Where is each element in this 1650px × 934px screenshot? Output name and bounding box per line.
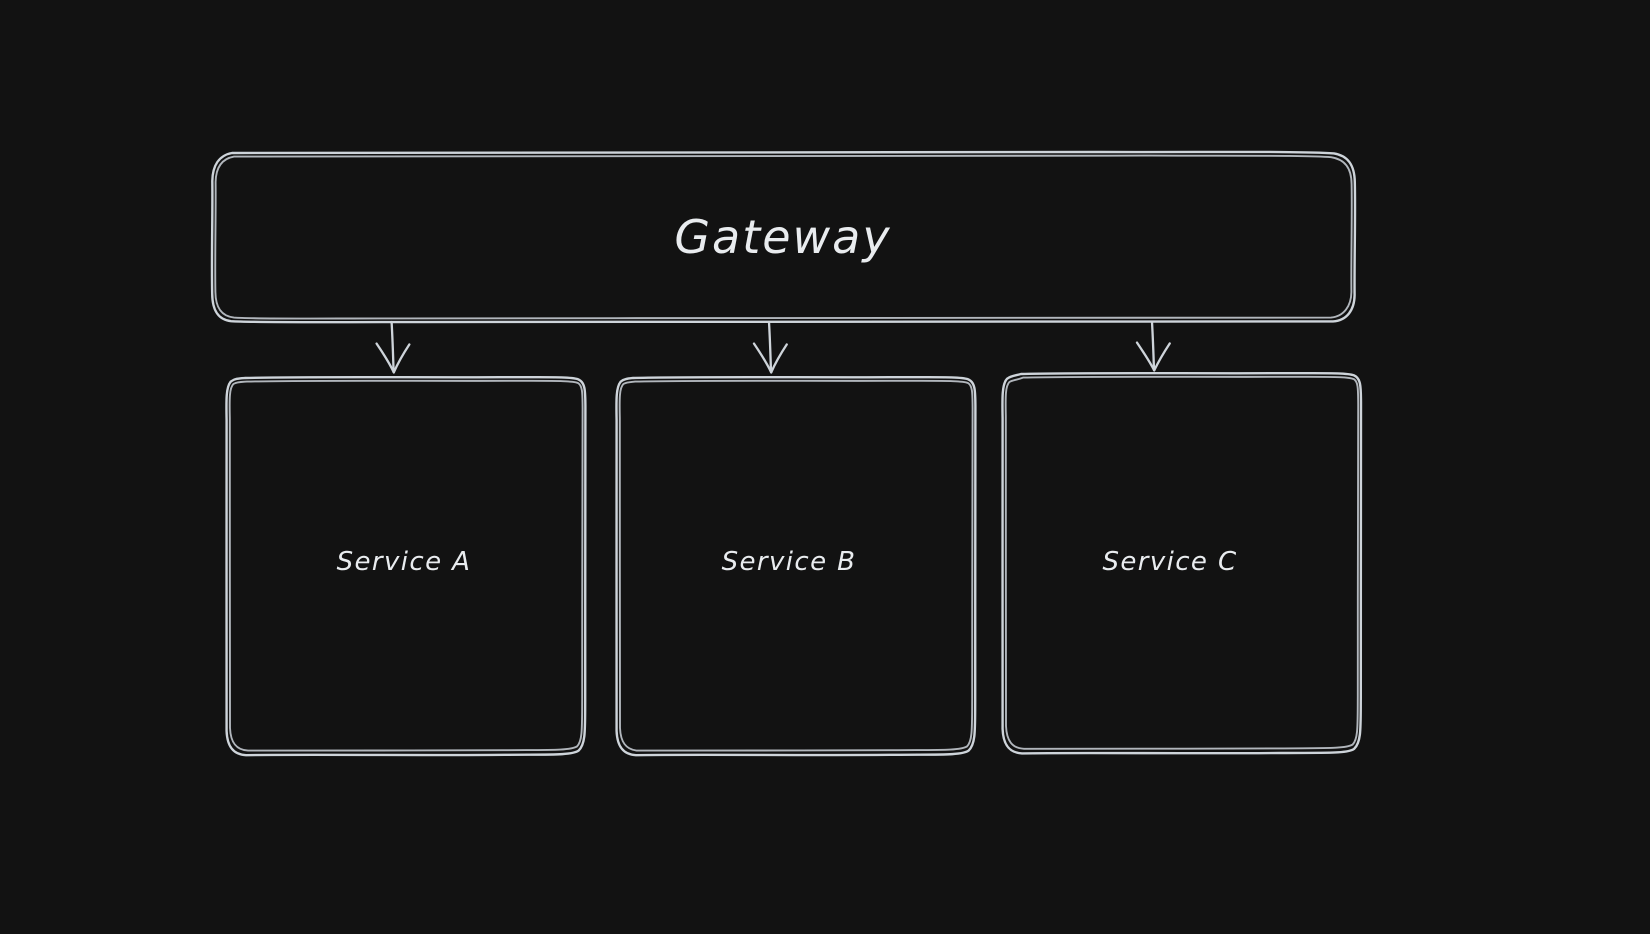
node-label-service-a: Service A bbox=[336, 547, 472, 577]
node-service-c-shape[interactable] bbox=[1001, 371, 1363, 755]
node-label-service-b: Service B bbox=[721, 547, 857, 577]
node-service-a-shape[interactable] bbox=[225, 375, 587, 757]
node-gateway-shape[interactable] bbox=[210, 150, 1357, 324]
node-label-service-c: Service C bbox=[1102, 547, 1238, 577]
node-service-b-shape[interactable] bbox=[615, 375, 977, 757]
edge-gateway-to-service-b[interactable] bbox=[752, 320, 788, 374]
edge-gateway-to-service-c[interactable] bbox=[1135, 320, 1171, 372]
edge-gateway-to-service-a[interactable] bbox=[375, 320, 411, 374]
node-label-gateway: Gateway bbox=[674, 210, 892, 264]
